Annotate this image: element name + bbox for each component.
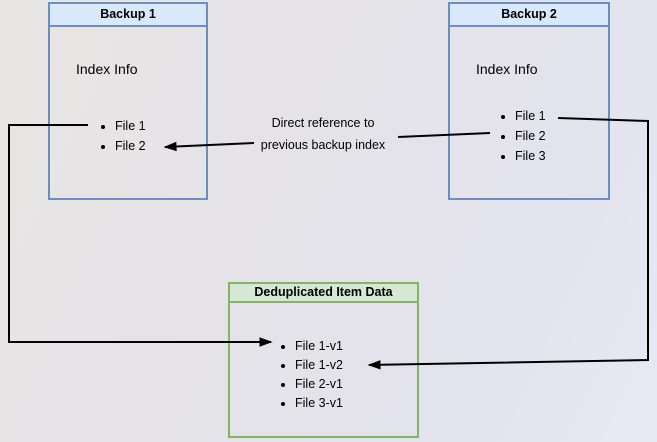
list-item: File 2-v1 (295, 375, 343, 394)
backup1-index-info-label: Index Info (76, 61, 138, 77)
list-item: File 1-v1 (295, 337, 343, 356)
direct-reference-label: Direct reference to previous backup inde… (238, 112, 408, 156)
list-item: File 2 (515, 126, 546, 146)
list-item: File 3 (515, 146, 546, 166)
list-item: File 2 (115, 136, 146, 156)
direct-reference-label-line2: previous backup index (260, 138, 386, 152)
list-item: File 1 (115, 116, 146, 136)
backup2-file-list: File 1 File 2 File 3 (495, 106, 546, 166)
backup2-title: Backup 2 (450, 4, 608, 27)
dedup-title: Deduplicated Item Data (230, 284, 417, 303)
list-item: File 1 (515, 106, 546, 126)
backup1-title: Backup 1 (50, 4, 206, 27)
direct-reference-label-line1: Direct reference to (271, 116, 375, 130)
backup2-box: Backup 2 Index Info File 1 File 2 File 3 (448, 2, 610, 200)
dedup-file-list: File 1-v1 File 1-v2 File 2-v1 File 3-v1 (275, 337, 343, 413)
deduplicated-item-data-box: Deduplicated Item Data File 1-v1 File 1-… (228, 282, 419, 438)
list-item: File 3-v1 (295, 394, 343, 413)
list-item: File 1-v2 (295, 356, 343, 375)
backup2-index-info-label: Index Info (476, 61, 538, 77)
backup1-file-list: File 1 File 2 (95, 116, 146, 156)
backup1-box: Backup 1 Index Info File 1 File 2 (48, 2, 208, 200)
